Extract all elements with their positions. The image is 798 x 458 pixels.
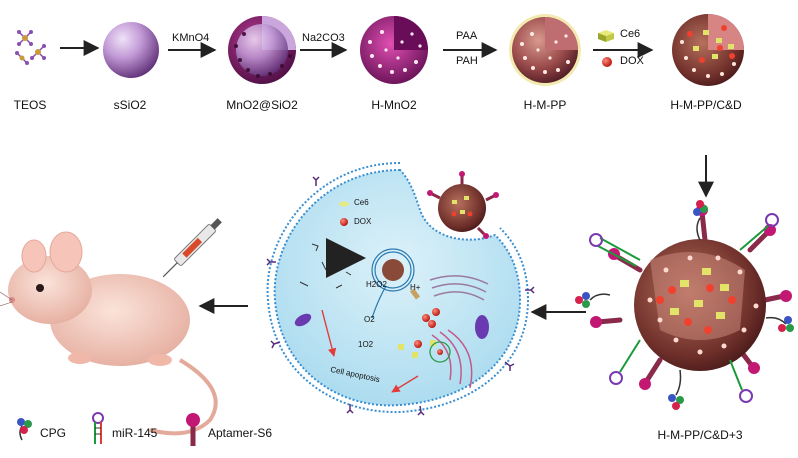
reagent-ce6: Ce6 — [620, 28, 640, 40]
label-teos: TEOS — [14, 98, 47, 112]
legend-cpg-icon — [17, 418, 32, 440]
cell-label-dox: DOX — [354, 217, 371, 226]
cell-surface-np — [427, 171, 499, 239]
legend-mir145-icon — [93, 413, 103, 444]
h-m-pp-cd3-nanoparticle — [575, 200, 794, 410]
internalized-np — [382, 259, 404, 281]
cell-label-o2: O2 — [364, 315, 375, 324]
cell-dox-icon — [340, 218, 348, 226]
cell-label-ce6: Ce6 — [354, 198, 369, 207]
label-h-m-pp-cd3: H-M-PP/C&D+3 — [657, 428, 742, 442]
h-mno2-particle — [360, 16, 428, 84]
ssio2-sphere — [103, 22, 159, 78]
label-ssio2: sSiO2 — [114, 98, 147, 112]
dox-dot-icon — [602, 57, 612, 67]
h-m-pp-cd-particle — [672, 14, 744, 86]
legend-aptamer-label: Aptamer-S6 — [208, 426, 272, 440]
cell-label-singlet-o2: 1O2 — [358, 340, 373, 349]
label-mno2-sio2: MnO2@SiO2 — [226, 98, 298, 112]
tumor-cell — [267, 163, 534, 415]
h-m-pp-particle — [509, 14, 581, 86]
reagent-pah: PAH — [456, 55, 478, 67]
mno2-sio2-particle — [228, 16, 296, 84]
legend-mir145-label: miR-145 — [112, 426, 157, 440]
cell-label-h2o2: H2O2 — [366, 280, 387, 289]
legend-cpg-label: CPG — [40, 426, 66, 440]
reagent-na2co3: Na2CO3 — [302, 32, 345, 44]
label-h-mno2: H-MnO2 — [371, 98, 416, 112]
label-h-m-pp-cd: H-M-PP/C&D — [670, 98, 741, 112]
cell-label-h-plus: H+ — [410, 283, 420, 292]
reagent-dox: DOX — [620, 55, 644, 67]
teos-molecules — [15, 30, 46, 65]
ce6-cube-icon — [598, 30, 614, 42]
reagent-kmno4: KMnO4 — [172, 32, 209, 44]
reagent-paa: PAA — [456, 30, 477, 42]
label-h-m-pp: H-M-PP — [524, 98, 567, 112]
mouse-illustration — [0, 217, 223, 434]
